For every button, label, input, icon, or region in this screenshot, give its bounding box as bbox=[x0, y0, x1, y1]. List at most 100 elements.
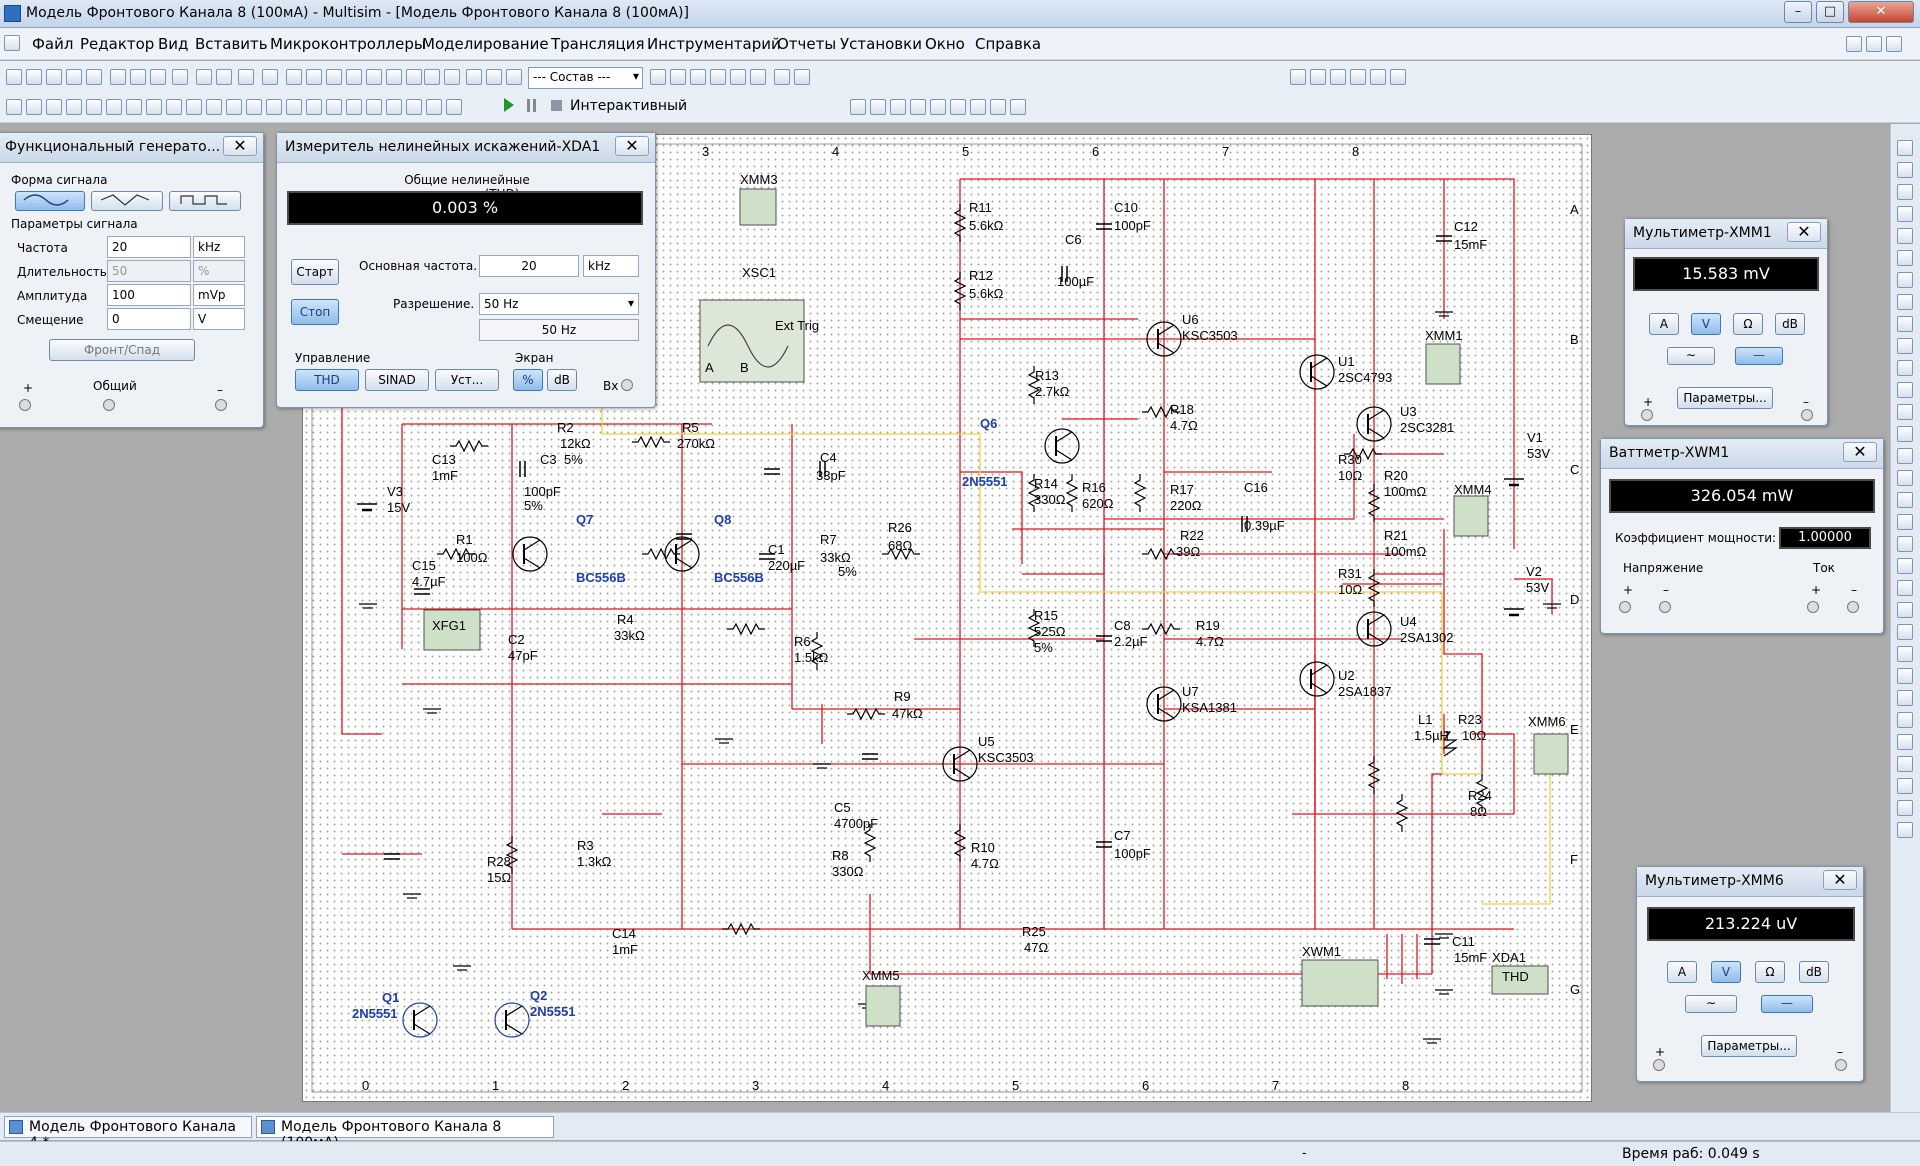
toolbar-button[interactable] bbox=[130, 69, 146, 85]
transistor-symbol[interactable] bbox=[942, 746, 978, 782]
instrument-button[interactable] bbox=[1897, 536, 1913, 552]
close-button[interactable]: ✕ bbox=[1848, 1, 1914, 23]
instrument-button[interactable] bbox=[1897, 734, 1913, 750]
transistor-symbol[interactable] bbox=[494, 1002, 530, 1038]
current-minus-terminal[interactable] bbox=[1847, 601, 1859, 613]
document-icon[interactable] bbox=[4, 35, 20, 51]
resistor-symbol[interactable] bbox=[1027, 366, 1041, 404]
instrument-symbol[interactable] bbox=[865, 985, 901, 1027]
settings-button[interactable]: Уст... bbox=[435, 369, 499, 391]
menu-simulate[interactable]: Моделирование bbox=[422, 35, 549, 53]
toolbar-button[interactable] bbox=[444, 69, 460, 85]
resistor-symbol[interactable] bbox=[1395, 794, 1409, 832]
resolution-select[interactable]: 50 Hz▾ bbox=[479, 293, 639, 315]
instrument-button[interactable] bbox=[1897, 228, 1913, 244]
toolbar-button[interactable] bbox=[306, 99, 322, 115]
mdi-minimize-icon[interactable] bbox=[1846, 36, 1862, 52]
toolbar-button[interactable] bbox=[266, 99, 282, 115]
toolbar-button[interactable] bbox=[238, 69, 254, 85]
duty-unit[interactable]: % bbox=[193, 260, 245, 282]
resistor-symbol[interactable] bbox=[505, 836, 519, 874]
stop-button[interactable]: Стоп bbox=[291, 299, 339, 325]
toolbar-button[interactable] bbox=[46, 99, 62, 115]
instrument-button[interactable] bbox=[1897, 668, 1913, 684]
instrument-symbol[interactable] bbox=[699, 299, 805, 383]
toolbar-button[interactable] bbox=[206, 99, 222, 115]
instrument-button[interactable] bbox=[1897, 360, 1913, 376]
tab-model-8[interactable]: Модель Фронтового Канала 8 (100мА) bbox=[256, 1116, 554, 1151]
toolbar-button[interactable] bbox=[150, 69, 166, 85]
instrument-button[interactable] bbox=[1897, 404, 1913, 420]
toolbar-button[interactable] bbox=[1290, 69, 1306, 85]
instrument-symbol[interactable] bbox=[423, 609, 481, 651]
mdi-restore-icon[interactable] bbox=[1866, 36, 1882, 52]
offset-field[interactable]: 0 bbox=[107, 308, 191, 330]
common-terminal[interactable] bbox=[103, 399, 115, 411]
wattmeter-xwm1-window[interactable]: Ваттметр-XWM1 ✕ 326.054 mW Коэффициент м… bbox=[1600, 438, 1884, 634]
menu-options[interactable]: Установки bbox=[840, 35, 922, 53]
instrument-button[interactable] bbox=[1897, 470, 1913, 486]
instrument-symbol[interactable] bbox=[1425, 343, 1461, 385]
toolbar-button[interactable] bbox=[66, 99, 82, 115]
instrument-button[interactable] bbox=[1897, 162, 1913, 178]
toolbar-button[interactable] bbox=[86, 69, 102, 85]
toolbar-button[interactable] bbox=[46, 69, 62, 85]
resistor-symbol[interactable] bbox=[632, 435, 670, 449]
transistor-symbol[interactable] bbox=[1356, 611, 1392, 647]
toolbar-button[interactable] bbox=[26, 99, 42, 115]
toolbar-button[interactable] bbox=[126, 99, 142, 115]
transistor-symbol[interactable] bbox=[664, 536, 700, 572]
square-wave-icon[interactable] bbox=[169, 191, 241, 211]
transistor-symbol[interactable] bbox=[1044, 428, 1080, 464]
toolbar-button[interactable] bbox=[750, 69, 766, 85]
toolbar-button[interactable] bbox=[1350, 69, 1366, 85]
sinad-button[interactable]: SINAD bbox=[365, 369, 429, 391]
toolbar-button[interactable] bbox=[172, 69, 188, 85]
toolbar-button[interactable] bbox=[1330, 69, 1346, 85]
amp-unit[interactable]: mVp bbox=[193, 284, 245, 306]
toolbar-button[interactable] bbox=[106, 99, 122, 115]
xmm1-plus-terminal[interactable] bbox=[1641, 409, 1653, 421]
toolbar-button[interactable] bbox=[26, 69, 42, 85]
toolbar-button[interactable] bbox=[870, 99, 886, 115]
amp-field[interactable]: 100 bbox=[107, 284, 191, 306]
toolbar-button[interactable] bbox=[774, 69, 790, 85]
resistor-symbol[interactable] bbox=[863, 824, 877, 862]
toolbar-button[interactable] bbox=[890, 99, 906, 115]
transistor-symbol[interactable] bbox=[1146, 321, 1182, 357]
menu-edit[interactable]: Редактор bbox=[80, 35, 155, 53]
resistor-symbol[interactable] bbox=[1142, 405, 1180, 419]
toolbar-button[interactable] bbox=[424, 69, 440, 85]
toolbar-button[interactable] bbox=[426, 99, 442, 115]
instrument-button[interactable] bbox=[1897, 140, 1913, 156]
toolbar-button[interactable] bbox=[66, 69, 82, 85]
toolbar-button[interactable] bbox=[346, 99, 362, 115]
transistor-symbol[interactable] bbox=[512, 536, 548, 572]
resistor-symbol[interactable] bbox=[450, 439, 488, 453]
close-icon[interactable]: ✕ bbox=[1787, 222, 1821, 242]
resistor-symbol[interactable] bbox=[437, 547, 475, 561]
toolbar-button[interactable] bbox=[6, 69, 22, 85]
start-button[interactable]: Старт bbox=[291, 259, 339, 285]
resistor-symbol[interactable] bbox=[953, 204, 967, 242]
toolbar-button[interactable] bbox=[306, 69, 322, 85]
toolbar-button[interactable] bbox=[406, 99, 422, 115]
maximize-button[interactable]: □ bbox=[1816, 1, 1844, 23]
pause-icon[interactable] bbox=[527, 99, 536, 112]
instrument-symbol[interactable] bbox=[1491, 965, 1549, 995]
toolbar-button[interactable] bbox=[850, 99, 866, 115]
instrument-button[interactable] bbox=[1897, 756, 1913, 772]
toolbar-button[interactable] bbox=[386, 99, 402, 115]
toolbar-button[interactable] bbox=[910, 99, 926, 115]
resistor-symbol[interactable] bbox=[1142, 547, 1180, 561]
multimeter-xmm1-window[interactable]: Мультиметр-XMM1 ✕ 15.583 mV A V Ω dB ∼ —… bbox=[1624, 218, 1828, 426]
toolbar-button[interactable] bbox=[730, 69, 746, 85]
toolbar-button[interactable] bbox=[196, 69, 212, 85]
function-generator-window[interactable]: Функциональный генерато... ✕ Форма сигна… bbox=[0, 132, 264, 428]
instrument-button[interactable] bbox=[1897, 712, 1913, 728]
resistor-symbol[interactable] bbox=[1027, 474, 1041, 512]
menu-insert[interactable]: Вставить bbox=[195, 35, 268, 53]
toolbar-button[interactable] bbox=[286, 99, 302, 115]
resistor-symbol[interactable] bbox=[882, 547, 920, 561]
xmm1-dc-button[interactable]: — bbox=[1735, 347, 1783, 365]
